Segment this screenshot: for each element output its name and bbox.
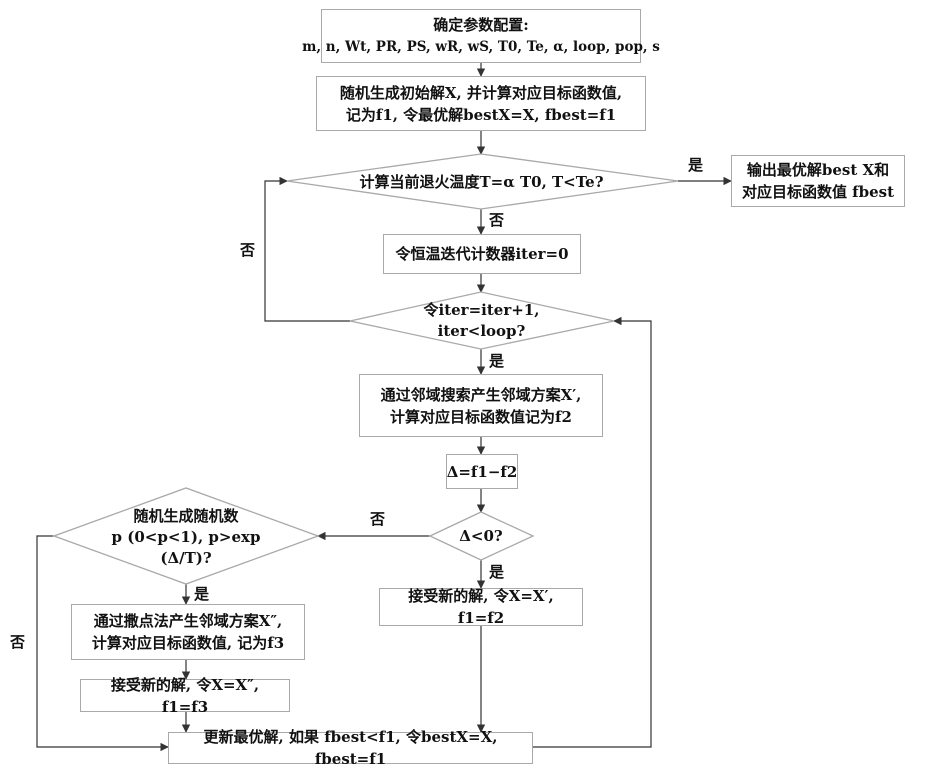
- init-line2: 记为f1, 令最优解bestX=X, fbest=f1: [345, 105, 617, 124]
- iter-check-text: 令iter=iter+1, iter<loop?: [423, 301, 540, 340]
- temp-check-text: 计算当前退火温度T=α T0, T<Te?: [359, 172, 604, 191]
- decision-temp-check-shape: [286, 153, 679, 210]
- arrow-iter-no-loop: [264, 176, 350, 322]
- perturb-line1: 通过撒点法产生邻域方案X″,: [93, 612, 283, 630]
- init-line1: 随机生成初始解X, 并计算对应目标函数值,: [339, 83, 623, 102]
- output-line1: 输出最优解best X和: [746, 161, 890, 179]
- label-iter-yes: 是: [489, 352, 505, 370]
- init-box: 随机生成初始解X, 并计算对应目标函数值, 记为f1, 令最优解bestX=X,…: [316, 76, 646, 131]
- config-line1: 确定参数配置:: [433, 16, 529, 34]
- random-check-line1: 随机生成随机数: [133, 506, 239, 525]
- neighbor-box: 通过邻域搜索产生邻域方案X′, 计算对应目标函数值记为f2: [359, 374, 603, 437]
- decision-iter-check-shape: [349, 291, 615, 350]
- decision-delta-check-shape: [428, 511, 535, 561]
- accept-new-text: 接受新的解, 令X=X′, f1=f2: [408, 587, 554, 627]
- update-best-text: 更新最优解, 如果 fbest<f1, 令bestX=X, fbest=f1: [203, 728, 498, 768]
- label-temp-yes: 是: [688, 156, 704, 174]
- label-temp-no: 否: [489, 211, 505, 229]
- delta-text: Δ=f1−f2: [446, 462, 518, 481]
- accept-new-box: 接受新的解, 令X=X′, f1=f2: [379, 587, 583, 627]
- perturb-box: 通过撒点法产生邻域方案X″, 计算对应目标函数值, 记为f3: [71, 604, 305, 660]
- neighbor-line1: 通过邻域搜索产生邻域方案X′,: [380, 385, 582, 404]
- output-line2: 对应目标函数值 fbest: [741, 183, 895, 201]
- label-iter-no: 否: [240, 241, 256, 259]
- perturb-line2: 计算对应目标函数值, 记为f3: [91, 634, 285, 652]
- label-random-no: 否: [10, 633, 26, 651]
- label-delta-no: 否: [370, 510, 386, 528]
- arrow-random-no-update: [36, 535, 169, 752]
- config-line2: m, n, Wt, PR, PS, wR, wS, T0, Te, α, loo…: [302, 39, 660, 55]
- delta-check-text: Δ<0?: [459, 526, 503, 545]
- accept-perturb-text: 接受新的解, 令X=X″, f1=f3: [110, 675, 260, 716]
- update-best-box: 更新最优解, 如果 fbest<f1, 令bestX=X, fbest=f1: [168, 728, 533, 768]
- delta-box: Δ=f1−f2: [446, 454, 518, 489]
- accept-perturb-box: 接受新的解, 令X=X″, f1=f3: [80, 676, 290, 716]
- label-random-yes: 是: [194, 585, 210, 603]
- label-delta-yes: 是: [489, 563, 505, 581]
- output-box: 输出最优解best X和 对应目标函数值 fbest: [731, 155, 905, 207]
- random-check-line3: (Δ/T)?: [160, 548, 212, 567]
- neighbor-line2: 计算对应目标函数值记为f2: [390, 407, 572, 426]
- arrow-update-iter-loop: [533, 316, 652, 748]
- counter-init-box: 令恒温迭代计数器iter=0: [383, 234, 581, 274]
- decision-random-check-shape: [52, 487, 320, 585]
- random-check-text: 随机生成随机数 p (0<p<1), p>exp (Δ/T)?: [94, 504, 278, 570]
- random-check-line2: p (0<p<1), p>exp: [111, 527, 261, 546]
- counter-init-text: 令恒温迭代计数器iter=0: [395, 245, 569, 263]
- config-box: 确定参数配置: m, n, Wt, PR, PS, wR, wS, T0, Te…: [302, 9, 660, 63]
